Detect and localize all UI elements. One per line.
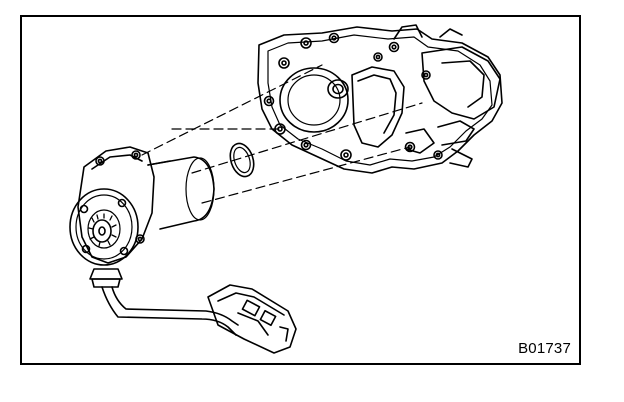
o-ring bbox=[229, 142, 255, 178]
actuator-motor bbox=[69, 146, 215, 288]
figure-code: B01737 bbox=[518, 340, 571, 357]
actuator-exploded-view bbox=[69, 24, 503, 354]
diagram-frame: B01737 bbox=[20, 15, 581, 365]
housing bbox=[257, 24, 503, 174]
harness-connector bbox=[207, 284, 297, 354]
wire-harness bbox=[101, 286, 239, 336]
assembly-guide-lines bbox=[141, 64, 423, 204]
